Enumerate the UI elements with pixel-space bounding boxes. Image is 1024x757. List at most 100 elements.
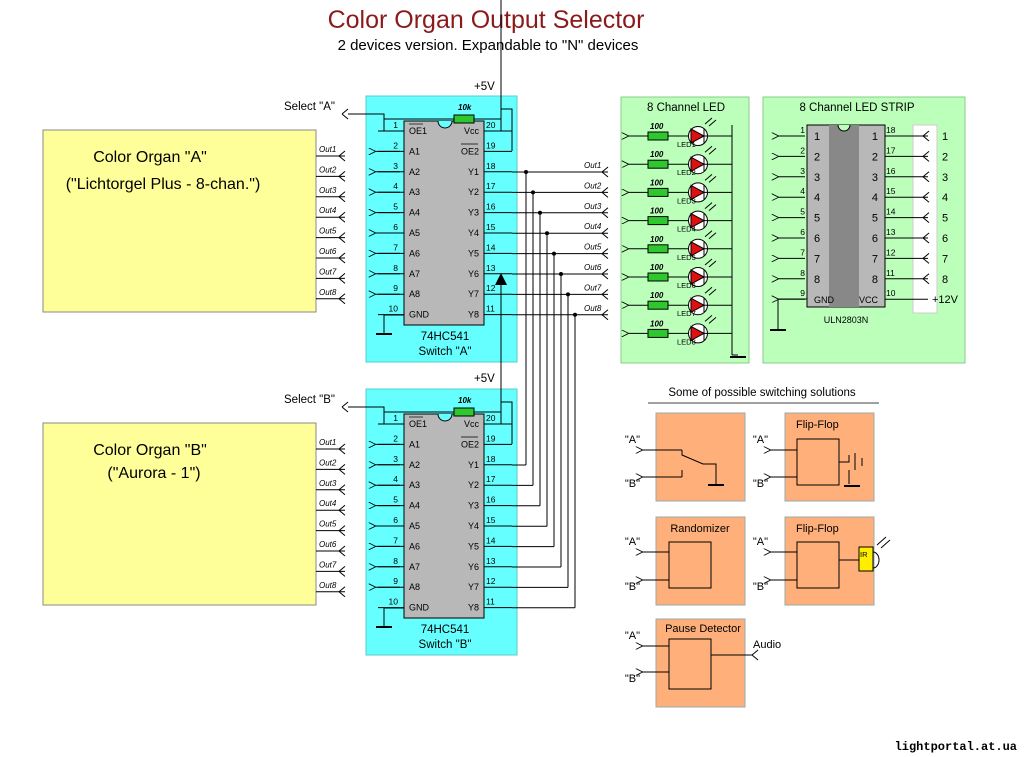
organ-output-label: Out7 [319,267,337,276]
led-resistor-value: 100 [650,291,664,300]
solution-randomizer [655,516,746,606]
connector-fork [601,248,609,259]
ir-ray [880,539,891,549]
led-ray [704,258,713,266]
ic-pin-name: A7 [409,562,420,572]
junction-dot [545,231,549,236]
ic-pin-name: Y3 [468,208,479,218]
ic-pin-number: 13 [486,263,496,273]
organ-output-label: Out5 [319,520,337,529]
organ-output-label: Out3 [319,479,337,488]
uln-pin-number: 17 [886,145,896,155]
audio-label: Audio [753,639,781,651]
ic-pin-number: 2 [393,433,398,443]
led-triangle [690,325,706,342]
led-triangle [690,212,706,229]
gnd-wire [383,607,404,627]
ic-pin-name: A1 [409,439,420,449]
strip-channel-label: 1 [942,131,948,143]
randomizer-title: Randomizer [670,523,730,535]
ic-pin-name: Y8 [468,603,479,613]
led-resistor [647,300,669,310]
junction-dot [566,292,570,297]
strip-channel-label: 3 [942,172,948,184]
organ-output-pins: Out1Out2Out3Out4Out5Out6Out7Out8Out1Out2… [316,145,346,598]
select-wire [348,113,404,132]
uln-pin-number: 2 [800,145,805,155]
connector-fork [341,401,349,413]
ic-notch [437,413,453,422]
color-organ-b-model: ("Aurora - 1") [107,465,200,482]
strip-channel-label: 8 [942,274,948,286]
page-subtitle: 2 devices version. Expandable to "N" dev… [338,37,639,54]
ic-pin-number: 15 [486,515,496,525]
ic-pin-name: Y5 [468,541,479,551]
led-resistor-value: 100 [650,263,664,272]
flipflop-button-wire [839,453,856,484]
junction-dot [524,170,528,174]
organ-output-label: Out2 [319,165,337,174]
led-ray [704,117,713,125]
connector-fork [922,212,930,223]
switch-b-circuit: 1OE120Vcc2A119OE23A218Y14A317Y25A416Y36A… [341,273,513,628]
led-triangle [690,297,706,314]
led-label: LED6 [677,281,696,290]
connector-fork [751,649,759,661]
uln-pin-number: 16 [886,166,896,176]
ir-label: IR [860,550,868,559]
connector-fork [601,289,609,300]
led-label: LED4 [677,225,696,234]
solutions-heading: Some of possible switching solutions [668,387,856,399]
ic-pin-number: 20 [486,413,496,423]
uln-pin-name: 4 [814,192,820,204]
led-ray [708,288,717,296]
connector-fork [922,130,930,142]
led-resistor-value: 100 [650,319,664,328]
ic-pin-number: 12 [486,576,496,586]
select-a-text: "A" [753,434,768,446]
ic-pin-name: A5 [409,228,420,238]
chip-b-label: 74HC541 [421,624,470,636]
uln-pin-name: 3 [872,172,878,184]
connector-fork [338,252,346,264]
select-a-label: Select "A" [284,101,335,113]
ic-pin-number: 16 [486,202,496,212]
led-ray [704,286,713,294]
ic-pin-name: A5 [409,521,420,531]
connector-fork [338,232,346,243]
ic-pin-name: Y7 [468,582,479,592]
strip-channel-label: 6 [942,233,948,245]
led-resistor [647,187,669,197]
led-ray [704,174,713,181]
uln-pin-number: 18 [886,125,896,135]
connector-fork [922,273,930,285]
pullup-a-value: 10k [458,103,472,112]
color-organ-a-box [42,129,317,313]
ic-pin-number: 11 [486,597,495,607]
uln-pin-name: 1 [814,131,820,143]
connector-fork [341,108,349,120]
uln-pin-number: 15 [886,186,896,196]
strip-channel-label: +12V [932,294,959,306]
ic-pin-number: 10 [389,304,399,314]
led-ray [708,176,717,183]
led-resistor-value: 100 [650,207,664,216]
color-organ-b-name: Color Organ "B" [93,442,207,459]
led-ray [704,202,713,209]
ic-pin-name: A2 [409,167,420,177]
select-a-text: "A" [625,536,640,548]
led-triangle [690,184,706,201]
ic-pin-number: 7 [393,242,398,252]
ic-pin-name: OE2 [461,439,479,449]
ic-pin-name: GND [409,310,430,320]
connector-fork [338,484,346,496]
uln-pin-name: 2 [872,151,878,163]
ic-pin-name: A8 [409,289,420,299]
connector-fork [922,253,930,264]
connector-fork [338,504,346,516]
organ-output-label: Out6 [319,247,337,256]
ic-pin-number: 1 [393,413,398,423]
switch-a-label: Switch "A" [419,346,472,358]
connector-fork [338,171,346,182]
